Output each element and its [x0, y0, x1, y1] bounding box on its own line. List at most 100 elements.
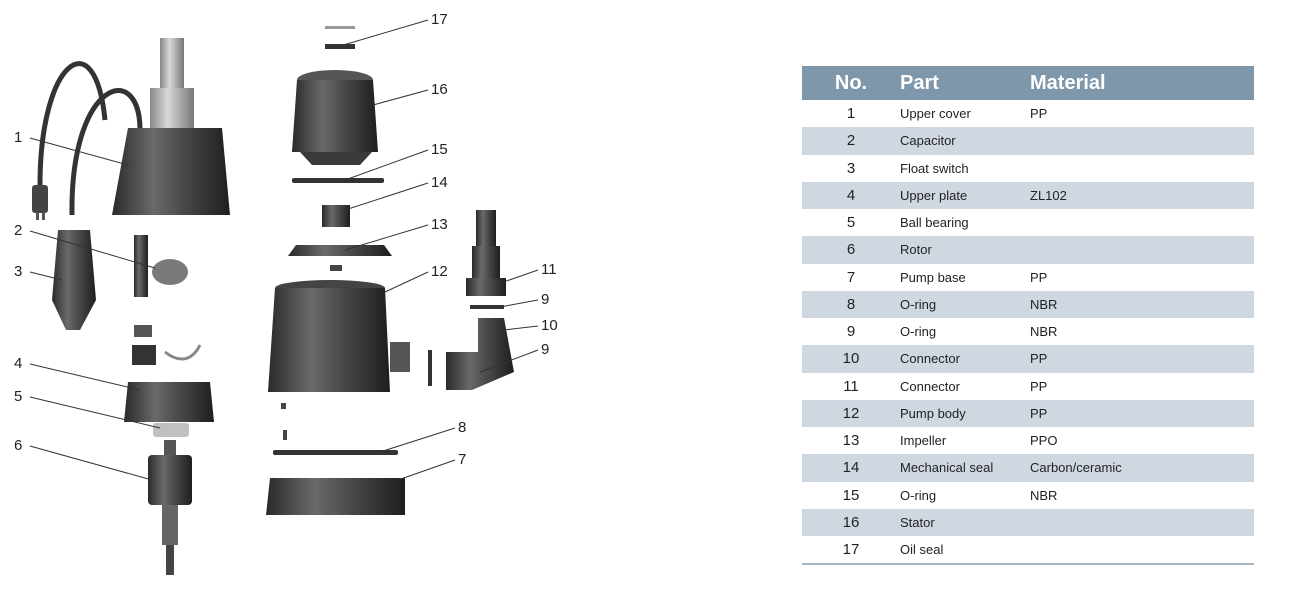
cell-material: [1030, 236, 1254, 264]
cell-material: PP: [1030, 106, 1048, 122]
small-pin: [283, 430, 287, 440]
cell-material: Carbon/ceramic: [1030, 454, 1254, 482]
header-no: No.: [802, 66, 900, 100]
table-header-row: No. Part Material: [802, 66, 1254, 100]
callout-2: 2: [14, 222, 22, 239]
cell-part: O-ring: [900, 324, 937, 340]
callout-1: 1: [14, 129, 22, 146]
cell-no: 8: [802, 290, 900, 318]
cell-material: PP: [1030, 269, 1048, 285]
spring-clip: [134, 325, 152, 337]
cell-part: O-ring: [900, 290, 1030, 318]
rotor: [148, 440, 192, 575]
upper-cover: [112, 38, 230, 215]
cell-no: 1: [846, 105, 856, 123]
callout-14: 14: [431, 174, 448, 191]
cell-material: [1030, 127, 1254, 155]
callout-16: 16: [431, 81, 448, 98]
cell-material: PPO: [1030, 433, 1058, 449]
cell-material: ZL102: [1030, 181, 1254, 209]
cell-part: Mechanical seal: [900, 454, 1030, 482]
callout-10: 10: [541, 317, 558, 334]
o-ring-8: [273, 450, 398, 455]
cell-no: 12: [802, 399, 900, 427]
capacitor: [134, 235, 188, 297]
cell-part: Float switch: [900, 160, 969, 176]
cell-part: Rotor: [900, 236, 1030, 264]
table-row: 3 Float switch: [802, 155, 1254, 182]
connector-11: [466, 210, 506, 296]
switch-block: [132, 345, 156, 365]
cell-part: Upper cover: [900, 106, 971, 122]
table-row: 1 Upper cover PP: [802, 100, 1254, 127]
table-row: 7 Pump base PP: [802, 264, 1254, 291]
cell-no: 17: [802, 536, 900, 566]
wire-clip: [164, 344, 202, 361]
small-screw: [281, 403, 286, 409]
cell-material: [1030, 536, 1254, 566]
callout-15: 15: [431, 141, 448, 158]
cell-material: PP: [1030, 378, 1048, 394]
callout-4: 4: [14, 355, 22, 372]
cell-no: 10: [802, 345, 900, 373]
cell-no: 5: [846, 214, 856, 232]
callout-6: 6: [14, 437, 22, 454]
cell-no: 6: [802, 236, 900, 264]
cell-no: 15: [842, 486, 860, 504]
header-part: Part: [900, 66, 1030, 100]
cell-part: Connector: [900, 378, 960, 394]
exploded-pump-diagram: 1 2 3 4 5 6 7 8 9 9 10 11 12 13 14 15 16…: [14, 11, 558, 575]
cell-no: 3: [846, 159, 856, 177]
cell-material: NBR: [1030, 290, 1254, 318]
ball-bearing: [153, 423, 189, 437]
cell-no: 4: [802, 181, 900, 209]
cell-part: Ball bearing: [900, 215, 969, 231]
cell-material: NBR: [1030, 487, 1058, 503]
cell-no: 13: [842, 432, 860, 450]
cell-part: Pump base: [900, 269, 966, 285]
pump-body: [268, 280, 410, 392]
leader-lines: [29, 19, 539, 481]
connector-10: [446, 318, 514, 390]
mechanical-seal: [322, 205, 350, 227]
callout-13: 13: [431, 216, 448, 233]
pump-base: [266, 478, 405, 515]
cell-material: NBR: [1030, 324, 1058, 340]
cell-no: 2: [802, 127, 900, 155]
callout-9b: 9: [541, 341, 549, 358]
callout-8: 8: [458, 419, 466, 436]
cell-material: [1030, 508, 1254, 536]
callout-17: 17: [431, 11, 448, 28]
table-row: 5 Ball bearing: [802, 209, 1254, 236]
cell-part: Pump body: [900, 399, 1030, 427]
cell-part: Stator: [900, 508, 1030, 536]
cell-no: 7: [846, 268, 856, 286]
cell-part: Capacitor: [900, 127, 1030, 155]
cell-material: [1030, 155, 1254, 182]
o-ring-9-upper: [470, 305, 504, 309]
table-row: 11 Connector PP: [802, 373, 1254, 400]
callout-labels: 1 2 3 4 5 6 7 8 9 9 10 11 12 13 14 15 16…: [14, 11, 558, 468]
cell-no: 11: [843, 377, 859, 395]
float-switch: [52, 230, 96, 330]
o-ring-15: [292, 178, 384, 183]
cell-part: Oil seal: [900, 536, 1030, 566]
callout-9a: 9: [541, 291, 549, 308]
cell-material: PP: [1030, 345, 1254, 373]
oil-seal: [325, 26, 355, 49]
cell-no: 9: [846, 323, 856, 341]
cell-no: 14: [802, 454, 900, 482]
callout-11: 11: [541, 261, 557, 278]
o-ring-9-lower: [428, 350, 432, 386]
callout-5: 5: [14, 388, 22, 405]
